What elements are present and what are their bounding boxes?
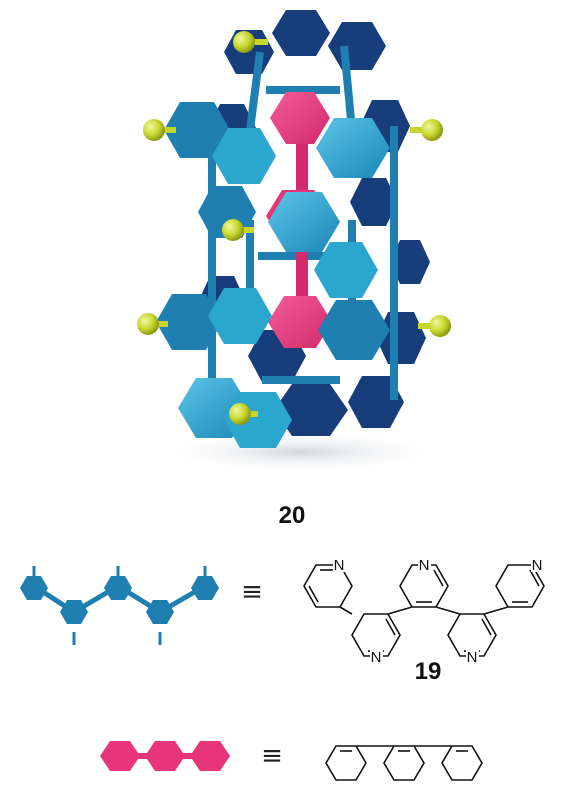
hex-back [390,240,430,284]
tbu-ball [421,119,443,141]
hex-pink [190,741,230,771]
structure-19 [303,564,545,657]
hex-blue [191,576,219,600]
hex-front [212,128,276,184]
cage-front-layer [156,102,390,448]
equivalence-symbol-bottom: ≡ [261,741,283,771]
equivalence-symbol-top: ≡ [241,577,263,607]
cage-bars [208,45,398,400]
hex-back [350,178,398,226]
pink-template-icon [100,741,230,771]
hex-front [268,192,340,252]
cage-shadow [150,430,450,474]
hex-back [272,10,330,56]
atom-n: N [467,649,478,666]
tbu-ball [233,31,255,53]
hex-blue [60,600,88,624]
tbu-ball [222,219,244,241]
compound-label-20: 20 [278,502,306,529]
tbu-ball [143,119,165,141]
hex-pink [268,296,332,348]
hex-front [318,300,390,360]
hex-pink [145,741,185,771]
hex-front [164,102,230,158]
benzene-ring [441,745,483,781]
hex-pink [270,92,330,144]
tbu-ball [429,315,451,337]
blue-ligand-icon [20,566,219,645]
atom-n: N [419,557,430,574]
hex-pink [100,741,140,771]
tbu-groups [137,31,451,425]
structure-terphenyl [325,745,483,781]
atom-n: N [532,557,543,574]
hex-front [314,242,378,298]
cage-model-20 [137,10,451,474]
tbu-ball [229,403,251,425]
nitrogen-labels: N N N N N [333,557,544,666]
compound-label-19: 19 [414,658,442,685]
hex-blue [146,600,174,624]
atom-n: N [371,649,382,666]
hex-front [208,288,272,344]
hex-blue [20,576,48,600]
hex-front [316,118,390,178]
tbu-ball [137,313,159,335]
atom-n: N [334,557,345,574]
hex-back [328,22,386,70]
hex-back [274,384,348,436]
hex-front [156,294,222,350]
hex-blue [104,576,132,600]
hex-back [376,312,426,364]
